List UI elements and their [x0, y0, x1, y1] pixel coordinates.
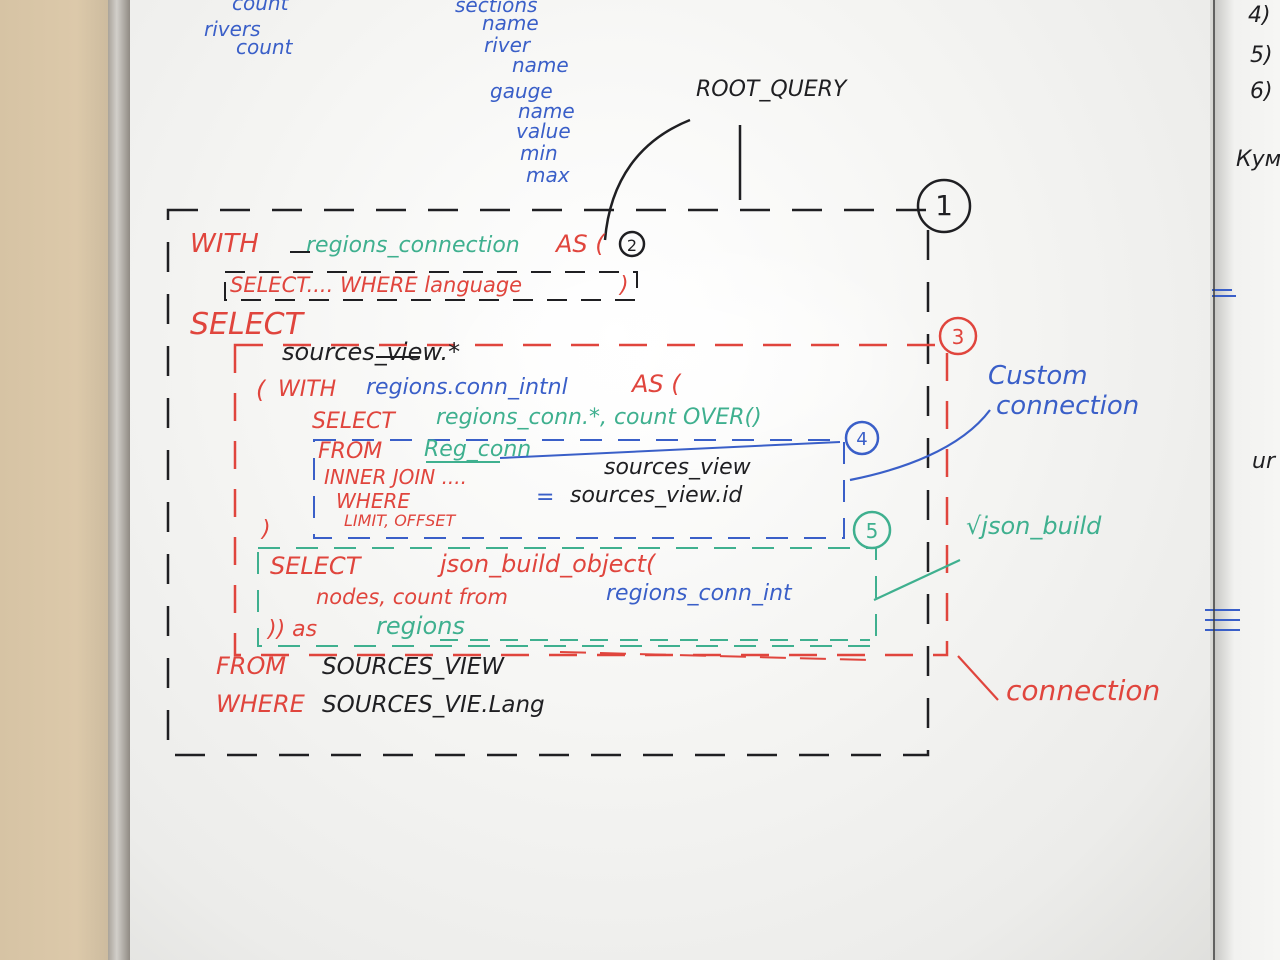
- marker-2-circle: [618, 230, 646, 258]
- note-min: min: [520, 141, 558, 165]
- sql-where-eq: =: [536, 485, 554, 510]
- marker-4-circle: [844, 420, 880, 456]
- edge-dashes: [1205, 289, 1240, 631]
- sql-sub-as: AS (: [630, 370, 682, 398]
- sql-outer-from-table: SOURCES_VIEW: [322, 654, 505, 680]
- marker-2: 2: [627, 236, 637, 255]
- sql-sub-open: (: [256, 376, 267, 404]
- note-count-2: count: [236, 35, 294, 59]
- right-edge-notes: 4) 5) 6) Кум ur: [1236, 3, 1280, 474]
- custom-label: Custom: [988, 361, 1088, 391]
- note-river: river: [484, 33, 532, 57]
- connection-label: connection: [1006, 674, 1160, 707]
- sql-json-select-kw: SELECT: [270, 552, 363, 580]
- sql-inner-join: INNER JOIN ....: [324, 465, 467, 489]
- sql-json-close: )) as: [266, 617, 317, 642]
- sql-json-args: nodes, count from: [316, 585, 508, 609]
- note-name: name: [482, 11, 539, 35]
- sql-sub-with: WITH: [278, 377, 336, 402]
- json-build-label: √json_build: [966, 512, 1102, 540]
- edge-item-6: 6): [1250, 79, 1273, 104]
- sql-sub-select-list: regions_conn.*, count OVER(): [436, 405, 762, 430]
- marker-3: 3: [952, 325, 965, 349]
- sql-outer-where-expr: SOURCES_VIE.Lang: [322, 692, 545, 718]
- marker-5-circle: [852, 510, 892, 550]
- sql-where-rhs: sources_view.id: [570, 483, 743, 508]
- json-connector: [873, 559, 961, 601]
- sql-from-kw: FROM: [318, 439, 382, 464]
- sql-code: WITH regions_connection AS ( SELECT.... …: [190, 229, 793, 718]
- note-sections: sections: [455, 0, 537, 17]
- sql-where-kw: WHERE: [336, 489, 410, 513]
- root-query-tree: [603, 118, 742, 241]
- note-gauge: gauge: [490, 79, 553, 103]
- annotation-connectors: [849, 409, 999, 701]
- sql-select-list: sources_view.*: [282, 338, 460, 366]
- marker-1-circle: [916, 178, 972, 234]
- marker-3-circle: [938, 316, 978, 356]
- note-max: max: [526, 163, 570, 187]
- sql-cte-select: SELECT.... WHERE language: [230, 273, 522, 297]
- sql-with-kw: WITH: [190, 229, 259, 259]
- sql-with-name: regions_connection: [306, 233, 520, 258]
- second-whiteboard: [1215, 0, 1280, 960]
- sql-json-source: regions_conn_int: [606, 581, 793, 606]
- light-glare: [420, 230, 940, 490]
- root-query-label: ROOT_QUERY: [696, 77, 848, 102]
- marker-numbers: 1 2 3 4 5: [627, 189, 964, 543]
- connection-connector: [957, 655, 999, 701]
- underlines: [290, 251, 871, 661]
- edge-item-5: 5): [1250, 43, 1273, 68]
- edge-heading: Кум: [1236, 147, 1280, 172]
- sql-sub-name: regions.conn_intnl: [366, 375, 568, 400]
- note-value: value: [516, 119, 571, 143]
- sql-sub-close: ): [260, 517, 271, 542]
- sql-outer-where-kw: WHERE: [216, 690, 306, 718]
- outer-query-box: [166, 208, 930, 757]
- marker-1: 1: [935, 189, 953, 222]
- sql-json-func: json_build_object(: [437, 550, 657, 578]
- sql-json-alias: regions: [376, 612, 465, 640]
- right-annotations: Custom connection √json_build connection: [966, 361, 1160, 707]
- note-count: count: [232, 0, 290, 15]
- marker-4: 4: [856, 429, 867, 450]
- sql-with-as: AS (: [554, 230, 606, 258]
- markers: [618, 178, 978, 550]
- sql-sub-select-kw: SELECT: [312, 409, 396, 434]
- whiteboard-frame: [108, 0, 130, 960]
- sql-join-table: sources_view: [604, 455, 752, 480]
- edge-item-4: 4): [1248, 3, 1271, 28]
- note-gauge-name: name: [518, 99, 575, 123]
- edge-cut-text: ur: [1252, 449, 1277, 474]
- custom-connection-box: [313, 439, 845, 539]
- note-river-name: name: [512, 53, 569, 77]
- cte-box: [224, 271, 638, 301]
- custom-connector: [849, 409, 991, 482]
- sql-cte-close: ): [618, 273, 629, 298]
- json-build-box: [257, 547, 877, 647]
- note-rivers: rivers: [204, 17, 261, 41]
- sql-limit: LIMIT, OFFSET: [344, 511, 456, 530]
- marker-5: 5: [866, 519, 879, 543]
- sql-select-kw: SELECT: [190, 307, 306, 342]
- top-notes: count rivers count sections name river n…: [204, 0, 575, 187]
- sql-outer-from-kw: FROM: [216, 652, 286, 680]
- custom-label-2: connection: [996, 391, 1139, 421]
- subquery-box: [233, 343, 949, 657]
